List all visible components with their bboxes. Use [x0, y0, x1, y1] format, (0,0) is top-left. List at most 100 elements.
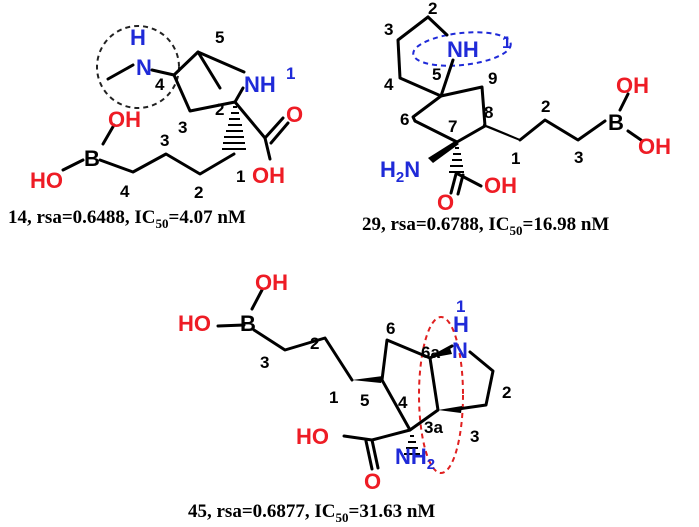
compound-14-hash-wedge: [222, 106, 246, 150]
compound-29-acid-oh-label: OH: [484, 173, 517, 198]
compound-14-n-c4-bond: [150, 68, 176, 77]
compound-29-locant-3: 3: [384, 20, 393, 39]
compound-45-pyrrolidine: [428, 344, 454, 360]
compound-29-nh-label: NH: [447, 37, 479, 62]
compound-14-co-double-bond: [269, 121, 290, 145]
compound-29-locant-2: 2: [428, 0, 437, 18]
compound-14-carbonyl-o-label: O: [286, 102, 303, 127]
compound-45-ho-label: HO: [178, 311, 211, 336]
compound-14-locant-3: 3: [178, 118, 187, 137]
compound-29-cooh-co-bond: [449, 172, 458, 195]
compound-29-propyl-chain: [518, 118, 607, 142]
compound-29-h2n-label: H2N: [380, 157, 420, 186]
compound-29-caption: 29, rsa=0.6788, IC50=16.98 nM: [362, 214, 609, 238]
compound-45-chain-locant-3: 3: [260, 353, 269, 372]
compound-45-b-ho-bond: [216, 323, 246, 328]
compound-45-cyclopentane: [380, 338, 440, 432]
compound-29-wedge-nh2: [428, 141, 459, 163]
compound-45-nh2-label: NH2: [395, 444, 435, 473]
compound-45-co-double: [364, 439, 374, 471]
compound-14-chain-locant-1: 1: [236, 167, 245, 186]
compound-14-n-label: N: [136, 55, 152, 80]
compound-29-chain-locant-2: 2: [541, 97, 550, 116]
compound-45-caption: 45, rsa=0.6877, IC50=31.63 nM: [188, 501, 435, 525]
compound-14-b-ho-bond: [61, 158, 85, 172]
compound-14-cooh-bond: [233, 100, 267, 140]
compound-29-chain-locant-3: 3: [574, 148, 583, 167]
compound-29-boron-label: B: [608, 110, 624, 135]
compound-45-wedge-c5: [352, 376, 383, 383]
compound-29-locant-7: 7: [448, 117, 457, 136]
compound-45-carbonyl-o-label: O: [364, 469, 381, 494]
compound-29-b-oh1: [618, 92, 630, 112]
compound-45-boron-label: B: [240, 311, 256, 336]
compound-45-wedge-6a: [430, 348, 452, 358]
compound-29-b-oh2: [626, 129, 643, 142]
compound-29-highlight-ellipse: [412, 31, 512, 67]
compound-29-locant-5: 5: [432, 65, 441, 84]
compound-45-locant-3: 3: [470, 427, 479, 446]
compound-45-locant-2: 2: [502, 383, 511, 402]
compound-29-locant-4: 4: [384, 75, 394, 94]
compound-45-structure: OH HO B H N HO O NH2 1 2 3 3a 4 5 6 6a 1…: [178, 270, 511, 525]
compound-45-locant-3a: 3a: [424, 418, 443, 437]
compound-29-cooh-oh-bond: [456, 172, 483, 188]
compound-45-chain-locant-2: 2: [310, 334, 319, 353]
compound-14-locant-2: 2: [215, 100, 224, 119]
compound-14-butyl-chain: [98, 152, 236, 176]
compound-45-highlight-ellipse: [418, 316, 464, 474]
compound-14-ho-label: HO: [30, 168, 63, 193]
compound-29-locant-n1: 1: [502, 33, 511, 52]
compound-14-locant-4: 4: [155, 75, 165, 94]
compound-29-cooh-co-double: [456, 173, 465, 196]
compound-45-hash-wedge: [404, 435, 420, 455]
compound-29-structure: NH H2N O OH B OH OH 1 2 3 4 5 6 7 8 9 1 …: [362, 0, 671, 238]
compound-45-chain-locant-1: 1: [329, 388, 338, 407]
compound-29-c2-n-bond: [426, 15, 449, 37]
compound-14-acid-oh-label: OH: [252, 163, 285, 188]
compound-29-hash-wedge: [449, 147, 464, 173]
compound-14-h-label: H: [130, 25, 146, 50]
compound-45-locant-5: 5: [360, 391, 369, 410]
compound-29-pyrrolidine-ring: [396, 15, 455, 98]
compound-45-locant-6: 6: [386, 319, 395, 338]
compound-29-chain-locant-1: 1: [511, 149, 520, 168]
compound-14-chain-locant-2: 2: [194, 183, 203, 202]
compound-45-propyl-chain: [252, 328, 354, 382]
compound-14-coh-bond: [263, 136, 272, 161]
compound-29-cyclopentane: [411, 94, 443, 123]
compound-45-b-oh-label: OH: [255, 270, 288, 295]
compound-45-n-label: N: [452, 338, 468, 363]
compound-45-acid-ho-label: HO: [296, 424, 329, 449]
compound-14-boron-label: B: [84, 146, 100, 171]
compound-45-h-label: H: [453, 312, 469, 337]
compound-45-locant-4: 4: [398, 393, 408, 412]
compound-14-co-bond: [263, 116, 285, 140]
compound-14-b-oh-label: OH: [108, 107, 141, 132]
compound-29-locant-9: 9: [488, 69, 497, 88]
compound-45-co-bond: [370, 438, 380, 470]
compound-45-locant-n1: 1: [456, 297, 465, 316]
compound-29-b-oh1-label: OH: [616, 73, 649, 98]
compound-14-c2-n1-bond: [233, 86, 245, 104]
compound-29-carbonyl-o-label: O: [437, 190, 454, 215]
compound-29-wedge-c8: [482, 124, 521, 141]
compound-14-locant-5: 5: [215, 28, 224, 47]
compound-14-structure: H N NH OH B HO O OH 1 2 3 4 5 1 2 3 4 14…: [8, 25, 303, 231]
compound-14-ring: [172, 50, 237, 113]
compound-45-cooh-bond: [370, 428, 412, 442]
compound-45-coh-bond: [342, 434, 374, 442]
compound-29-b-oh2-label: OH: [638, 134, 671, 159]
compound-14-c5-n1-bond: [196, 50, 246, 74]
compound-45-b-oh-bond: [250, 288, 264, 311]
compound-45-locant-6a: 6a: [421, 343, 440, 362]
compound-14-highlight-circle: [96, 25, 180, 109]
compound-14-caption: 14, rsa=0.6488, IC50=4.07 nM: [8, 207, 246, 231]
compound-45-pyrrolidine-b: [449, 350, 495, 412]
compound-14-nh-label: NH: [244, 72, 276, 97]
compound-14-methyl-bond: [106, 63, 135, 81]
compound-29-locant-6: 6: [400, 110, 409, 129]
compound-45-wedge-3a: [438, 406, 462, 413]
compound-14-chain-locant-3: 3: [160, 131, 169, 150]
